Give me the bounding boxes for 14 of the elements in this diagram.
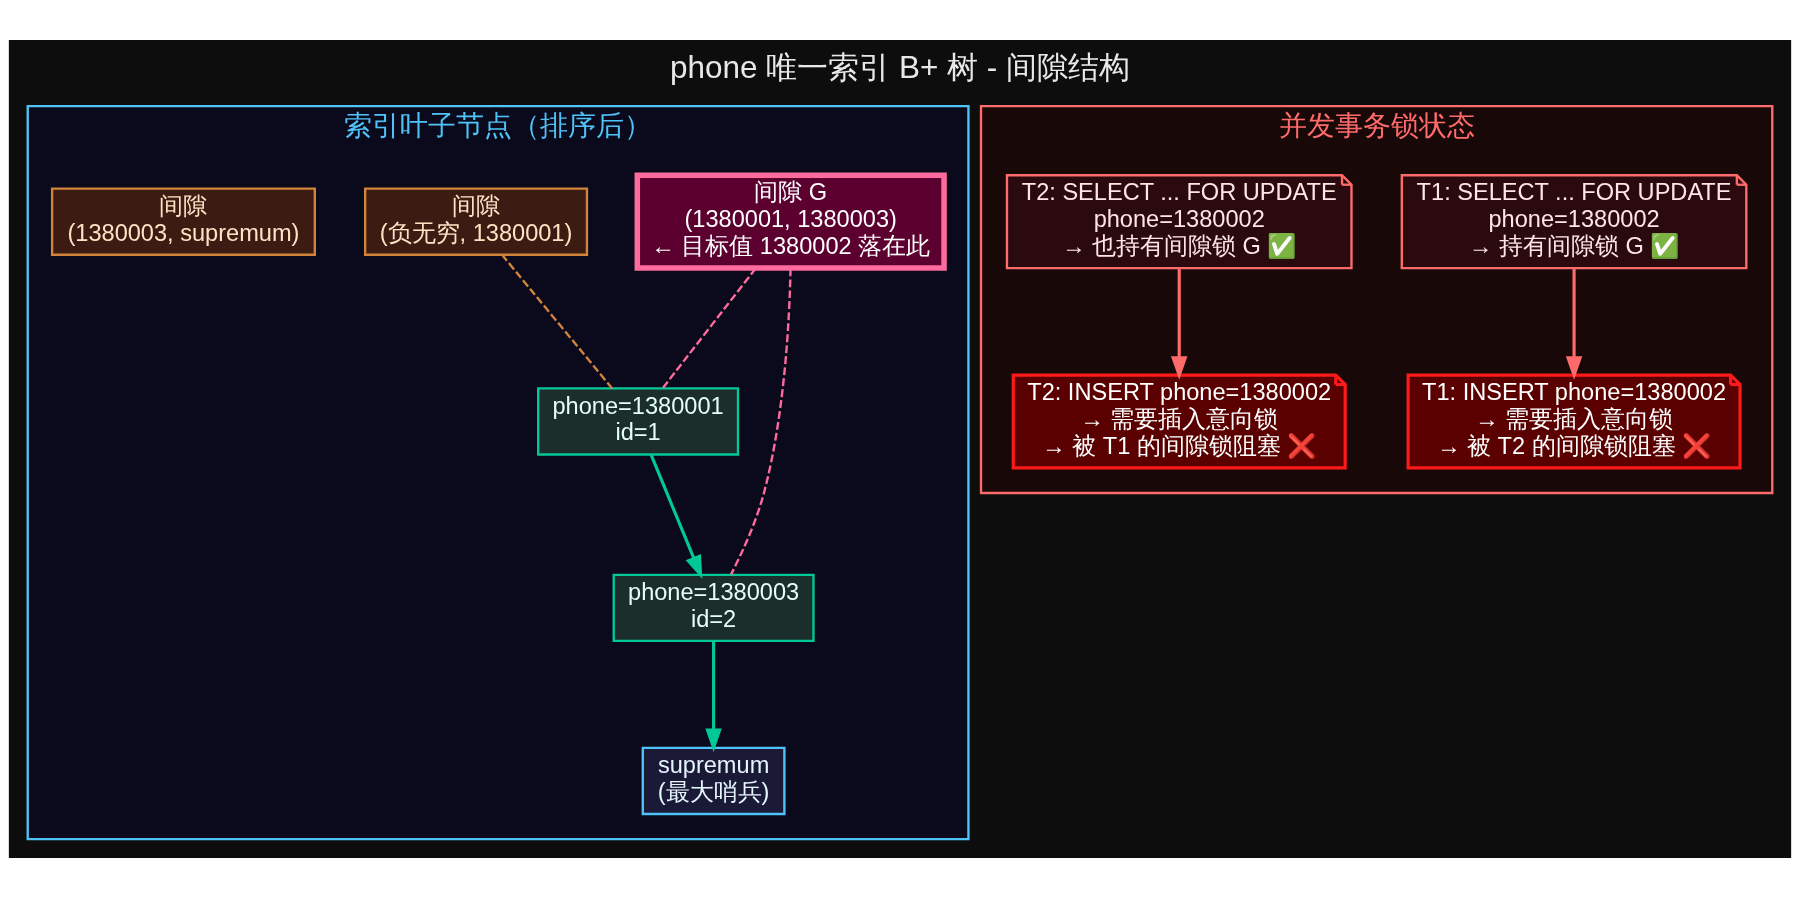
node-box: 间隙 (负无穷, 1380001) [363,187,589,256]
arrow [649,453,703,579]
node-box: phone=1380001 id=1 [537,387,740,456]
node-box: 间隙 (1380003, supremum) [50,187,316,256]
arrow [1170,268,1188,380]
arrow [705,641,722,753]
connector [662,267,757,389]
node-box: phone=1380003 id=2 [612,573,815,643]
diagram-title: phone 唯一索引 B+ 树 - 间隙结构 [670,49,1130,85]
connector [729,268,792,576]
node-box: 间隙 G (1380001, 1380003) ← 目标值 1380002 落在此 [634,172,947,271]
node-box: supremum (最大哨兵) [641,746,786,816]
arrow [1565,268,1583,380]
connector [501,254,613,390]
